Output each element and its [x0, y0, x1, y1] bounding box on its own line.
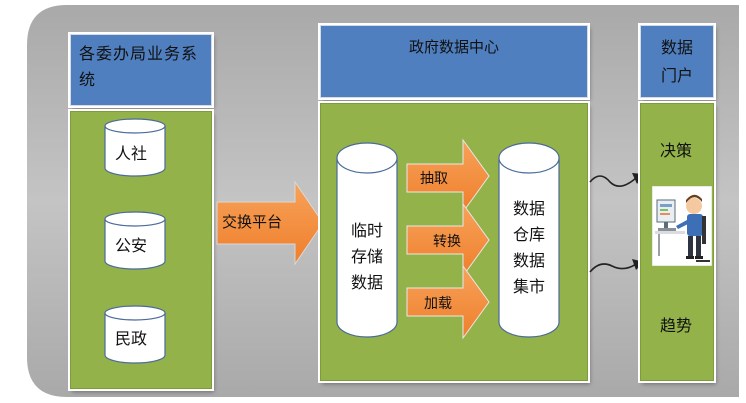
transform-label: 转换: [433, 234, 461, 250]
left-column-title: 各委办局业务系统: [79, 44, 199, 89]
left-column-title-box: 各委办局业务系统: [70, 34, 212, 106]
database-cylinder-minzheng: [104, 305, 166, 364]
exchange-platform-label: 交换平台: [222, 213, 283, 231]
exchange-platform-arrow: [216, 180, 324, 266]
staging-data-label: 临时 存储 数据: [350, 221, 383, 292]
database-label-gongan: 公安: [115, 236, 148, 255]
right-column-title-box: 数据 门户: [640, 25, 714, 98]
load-label: 加载: [424, 296, 452, 312]
data-warehouse-cylinder: [498, 142, 560, 338]
staging-data-cylinder: [336, 142, 398, 338]
database-label-minzheng: 民政: [115, 329, 148, 348]
data-warehouse-label: 数据 仓库 数据 集市: [512, 199, 545, 296]
database-label-renshe: 人社: [115, 144, 148, 163]
database-cylinder-gongan: [104, 211, 166, 270]
extract-arrow: [406, 138, 490, 214]
transform-arrow: [406, 202, 490, 278]
right-column-title: 数据 门户: [660, 38, 693, 85]
load-arrow: [406, 264, 490, 340]
database-cylinder-renshe: [104, 118, 166, 177]
user-at-computer-icon: [652, 186, 712, 266]
center-column-title-box: 政府数据中心: [320, 25, 588, 98]
decision-label: 决策: [660, 141, 693, 160]
trend-label: 趋势: [660, 316, 693, 335]
extract-label: 抽取: [420, 171, 448, 187]
center-column-title: 政府数据中心: [408, 38, 499, 56]
